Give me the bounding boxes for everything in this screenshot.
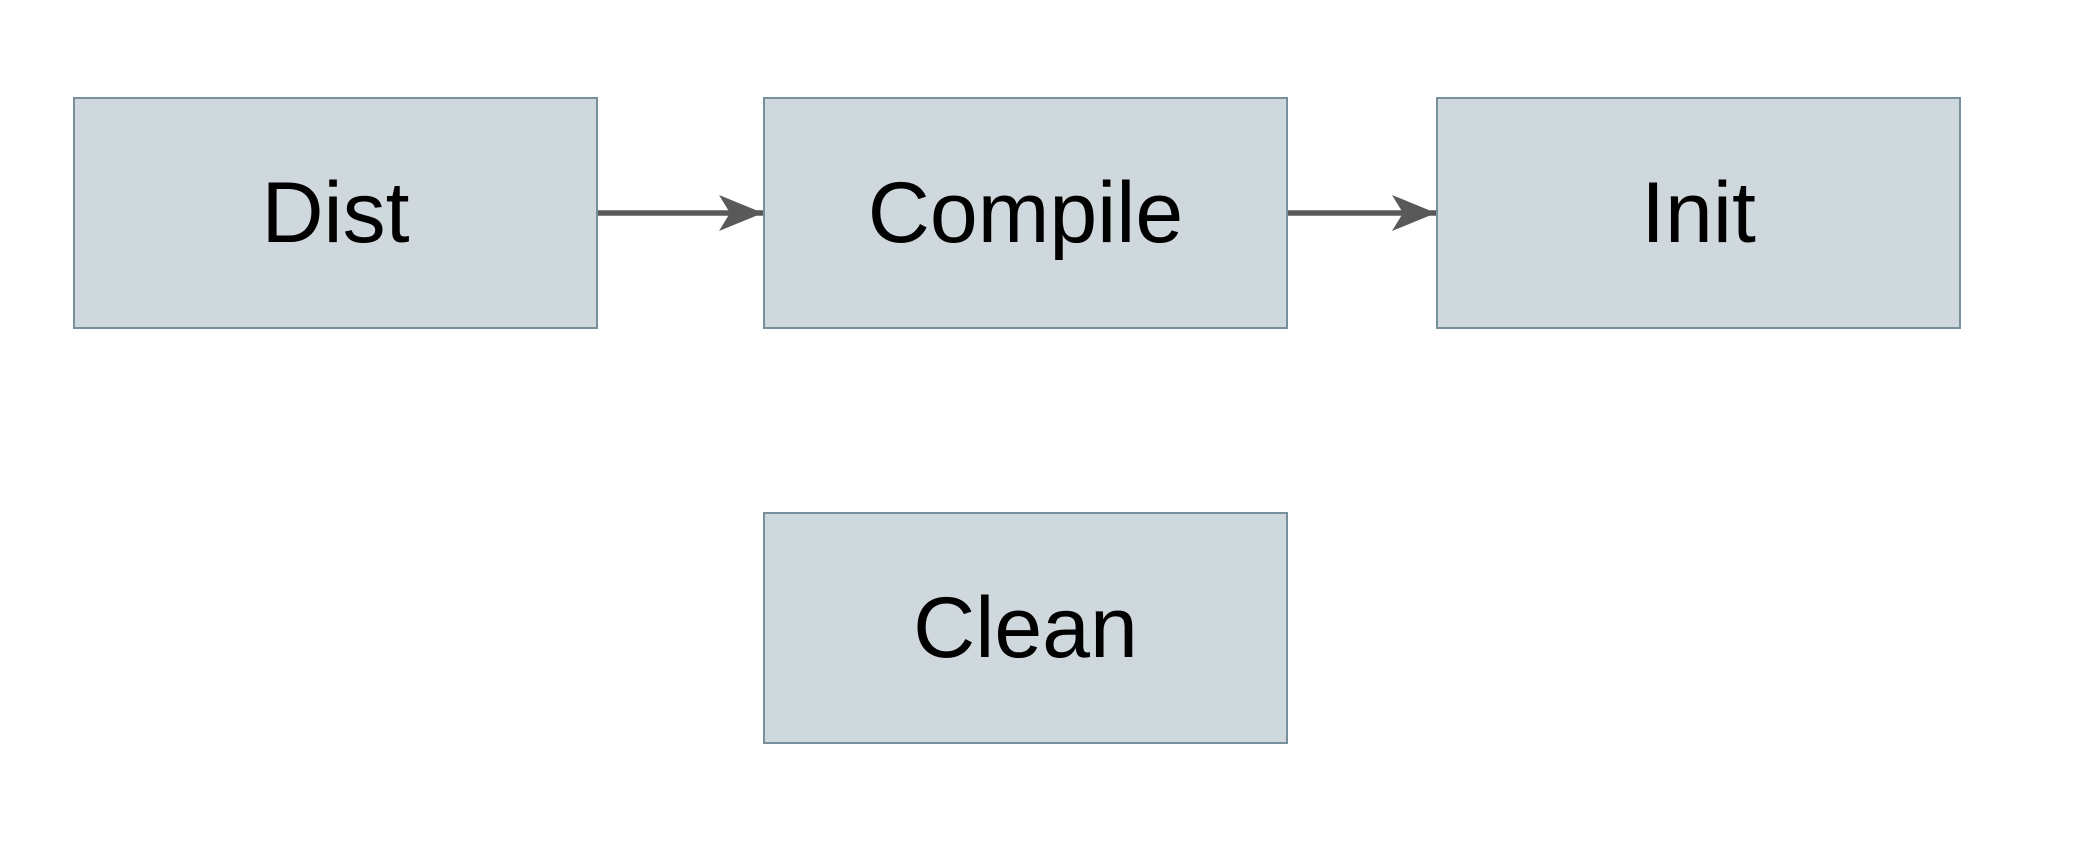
node-clean-label: Clean [913, 580, 1138, 676]
node-dist-label: Dist [261, 165, 410, 261]
node-clean: Clean [763, 512, 1288, 744]
node-compile-label: Compile [867, 165, 1184, 261]
node-compile: Compile [763, 97, 1288, 329]
node-init-label: Init [1641, 165, 1756, 261]
node-dist: Dist [73, 97, 598, 329]
node-init: Init [1436, 97, 1961, 329]
